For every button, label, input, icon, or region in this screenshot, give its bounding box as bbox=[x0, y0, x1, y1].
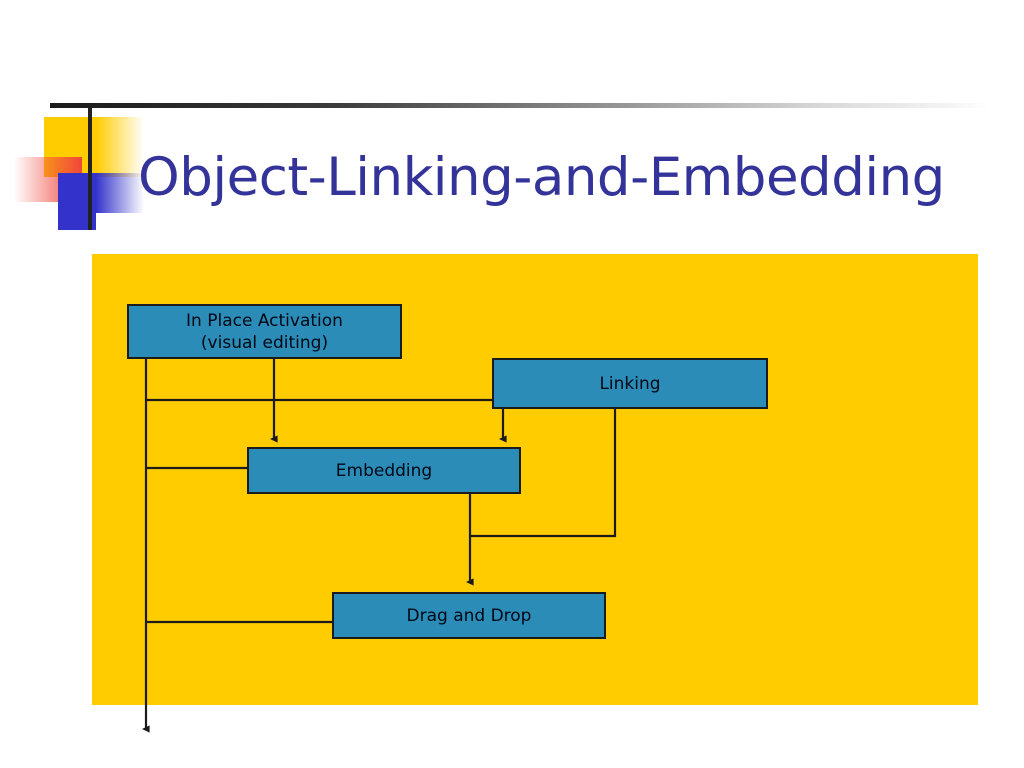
diagram-node-in-place-activation[interactable]: In Place Activation (visual editing) bbox=[127, 304, 402, 359]
node-label: Embedding bbox=[335, 460, 433, 481]
node-label: Drag and Drop bbox=[406, 605, 532, 626]
page-title: Object-Linking-and-Embedding bbox=[138, 146, 945, 208]
diagram-node-drag-and-drop[interactable]: Drag and Drop bbox=[332, 592, 606, 639]
connector-linking-to-dragdrop bbox=[470, 409, 617, 538]
diagram-node-embedding[interactable]: Embedding bbox=[247, 447, 521, 494]
node-label-line1: In Place Activation bbox=[186, 310, 343, 331]
logo-blue-gradient bbox=[96, 173, 144, 213]
node-label: Linking bbox=[599, 373, 661, 394]
logo-yellow-gradient bbox=[96, 117, 144, 177]
node-label: In Place Activation (visual editing) bbox=[186, 310, 343, 354]
title-underline-rule bbox=[50, 103, 990, 108]
diagram-node-linking[interactable]: Linking bbox=[492, 358, 768, 409]
logo-vertical-rule bbox=[88, 105, 92, 230]
decorative-logo-mark bbox=[0, 95, 160, 230]
node-label-line2: (visual editing) bbox=[200, 332, 329, 353]
slide-header: Object-Linking-and-Embedding bbox=[0, 0, 1024, 240]
